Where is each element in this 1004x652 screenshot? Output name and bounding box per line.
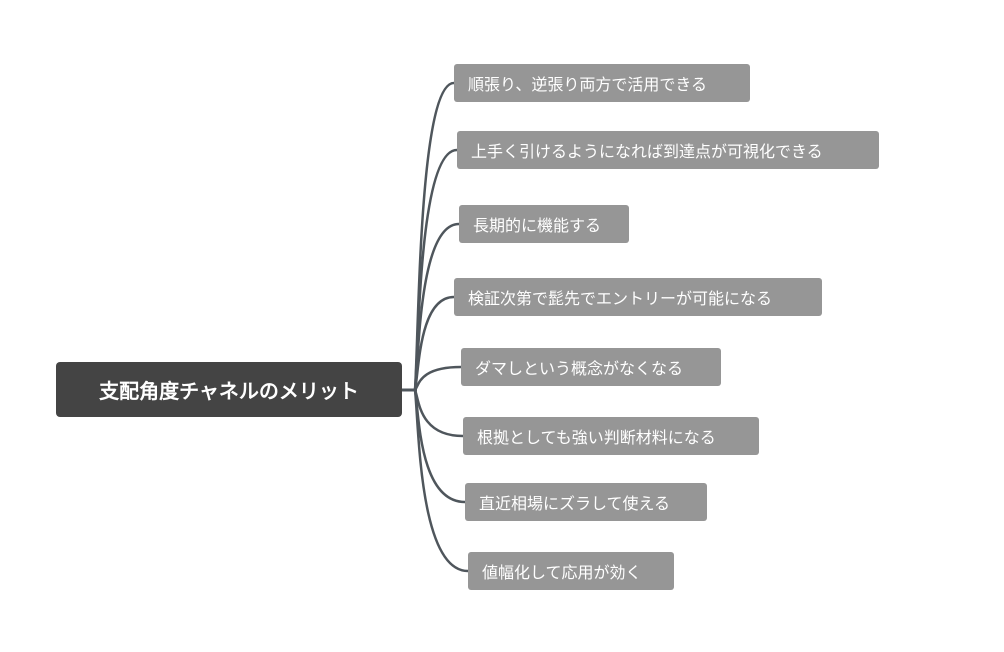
child-node[interactable]: 根拠としても強い判断材料になる bbox=[463, 417, 759, 455]
child-label: 上手く引けるようになれば到達点が可視化できる bbox=[471, 142, 823, 161]
child-label: 長期的に機能する bbox=[473, 216, 602, 235]
child-label: 値幅化して応用が効く bbox=[482, 563, 642, 582]
branch-link bbox=[413, 365, 462, 391]
child-node[interactable]: 上手く引けるようになれば到達点が可視化できる bbox=[457, 131, 879, 169]
branch-link bbox=[413, 148, 458, 391]
root-label: 支配角度チャネルのメリット bbox=[99, 379, 359, 403]
child-label: 順張り、逆張り両方で活用できる bbox=[468, 75, 708, 94]
child-node[interactable]: 長期的に機能する bbox=[459, 205, 629, 243]
child-label: 直近相場にズラして使える bbox=[479, 494, 671, 513]
child-node[interactable]: 直近相場にズラして使える bbox=[465, 483, 707, 521]
child-node[interactable]: 値幅化して応用が効く bbox=[468, 552, 674, 590]
child-node[interactable]: 検証次第で髭先でエントリーが可能になる bbox=[454, 278, 822, 316]
child-label: 検証次第で髭先でエントリーが可能になる bbox=[468, 289, 773, 308]
root-node[interactable]: 支配角度チャネルのメリット bbox=[56, 362, 402, 417]
child-node[interactable]: ダマしという概念がなくなる bbox=[461, 348, 721, 386]
child-label: ダマしという概念がなくなる bbox=[475, 359, 684, 378]
branch-link bbox=[413, 295, 455, 391]
child-node[interactable]: 順張り、逆張り両方で活用できる bbox=[454, 64, 750, 102]
child-label: 根拠としても強い判断材料になる bbox=[477, 428, 716, 447]
branch-link bbox=[413, 389, 469, 573]
branch-link bbox=[413, 389, 464, 438]
